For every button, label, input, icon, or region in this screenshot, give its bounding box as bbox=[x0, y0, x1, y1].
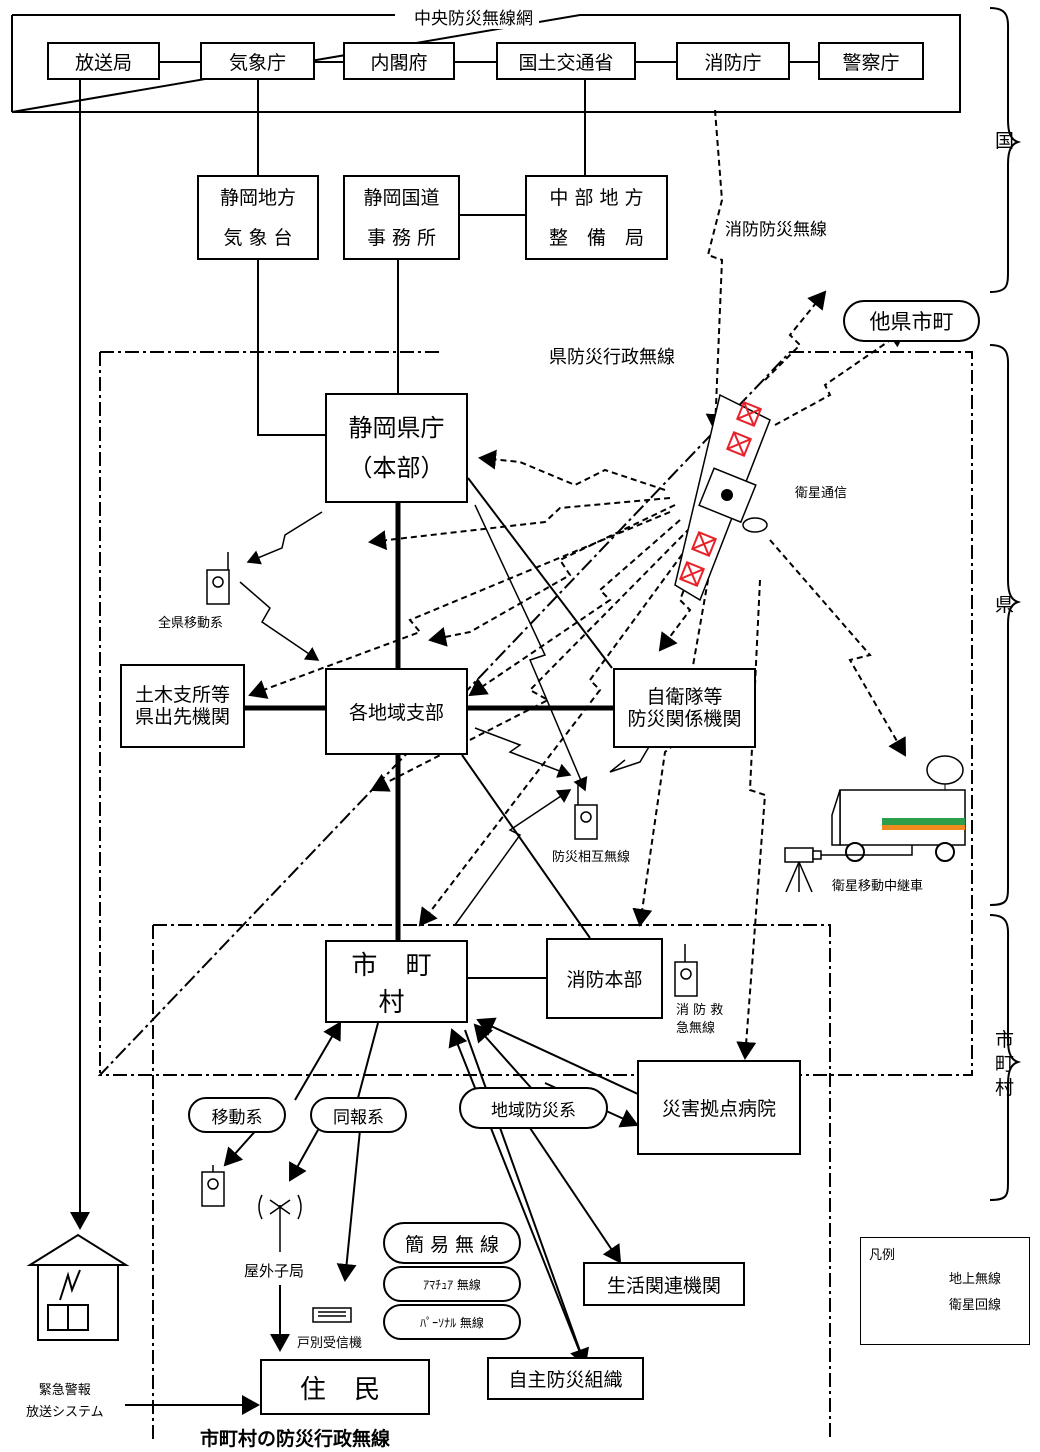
amateur-radio: ｱﾏﾁｭｱ 無線 bbox=[383, 1266, 521, 1302]
legend-satellite: 衛星回線 bbox=[949, 1294, 1001, 1313]
municipality: 市 町 村 bbox=[325, 940, 468, 1023]
relay-vehicle-icon bbox=[832, 756, 965, 861]
legend-title: 凡例 bbox=[869, 1244, 895, 1263]
satellite-label: 衛星通信 bbox=[795, 482, 847, 501]
side-label-municipality: 市 町 村 bbox=[995, 1028, 1014, 1100]
broadcast-system: 同報系 bbox=[310, 1097, 407, 1133]
residents: 住 民 bbox=[260, 1359, 430, 1415]
outdoor-station-label: 屋外子局 bbox=[244, 1260, 304, 1281]
prefecture-mobile-label: 全県移動系 bbox=[158, 612, 223, 631]
civil-branch-office: 土木支所等 県出先機関 bbox=[120, 664, 245, 748]
legend: 凡例 地上無線 衛星回線 bbox=[860, 1237, 1030, 1345]
prefecture-hq: 静岡県庁 （本部） bbox=[325, 393, 468, 503]
fire-hq: 消防本部 bbox=[546, 938, 663, 1019]
central-network-label: 中央防災無線網 bbox=[408, 4, 539, 29]
agency-jma: 気象庁 bbox=[200, 42, 315, 80]
agency-fdma: 消防庁 bbox=[676, 42, 790, 80]
prefecture-radio-label: 県防災行政無線 bbox=[545, 343, 679, 369]
side-label-prefecture: 県 bbox=[995, 590, 1014, 617]
local-disaster-system: 地域防災系 bbox=[459, 1087, 608, 1129]
agency-mlit: 国土交通省 bbox=[496, 42, 636, 80]
municipal-radio-caption: 市町村の防災行政無線 bbox=[200, 1424, 390, 1451]
shizuoka-road-office: 静岡国道 事 務 所 bbox=[343, 175, 460, 260]
shizuoka-weather-office: 静岡地方 気 象 台 bbox=[197, 175, 319, 260]
side-label-country: 国 bbox=[995, 126, 1014, 153]
disaster-hospital: 災害拠点病院 bbox=[637, 1060, 801, 1155]
fire-radio-label: 消防防災無線 bbox=[725, 215, 827, 240]
agency-police: 警察庁 bbox=[818, 42, 924, 80]
household-receiver-label: 戸別受信機 bbox=[297, 1332, 362, 1351]
mutual-radio-label: 防災相互無線 bbox=[552, 846, 630, 865]
personal-radio: ﾊﾟｰｿﾅﾙ 無線 bbox=[383, 1304, 521, 1340]
voluntary-disaster-org: 自主防災組織 bbox=[487, 1357, 644, 1400]
chubu-regional-bureau: 中 部 地 方 整 備 局 bbox=[525, 175, 668, 260]
satellite-icon bbox=[675, 395, 770, 600]
fire-ems-radio-label: 消 防 救 急無線 bbox=[676, 1002, 723, 1038]
sdf-agencies: 自衛隊等 防災関係機関 bbox=[613, 668, 756, 748]
outdoor-speaker-icon bbox=[259, 1195, 301, 1252]
house-icon bbox=[30, 1235, 126, 1340]
simple-radio: 簡 易 無 線 bbox=[383, 1222, 521, 1264]
relay-vehicle-label: 衛星移動中継車 bbox=[832, 875, 923, 894]
mobile-system: 移動系 bbox=[188, 1097, 286, 1133]
household-receiver-icon bbox=[313, 1308, 351, 1322]
legend-ground: 地上無線 bbox=[949, 1268, 1001, 1287]
regional-branch: 各地域支部 bbox=[325, 668, 468, 755]
other-prefectures: 他県市町 bbox=[843, 300, 980, 342]
agency-broadcaster: 放送局 bbox=[47, 42, 160, 80]
emergency-broadcast-label: 緊急警報 放送システム bbox=[26, 1380, 104, 1424]
life-related-agencies: 生活関連機関 bbox=[583, 1262, 745, 1306]
agency-cabinet-office: 内閣府 bbox=[343, 42, 455, 80]
